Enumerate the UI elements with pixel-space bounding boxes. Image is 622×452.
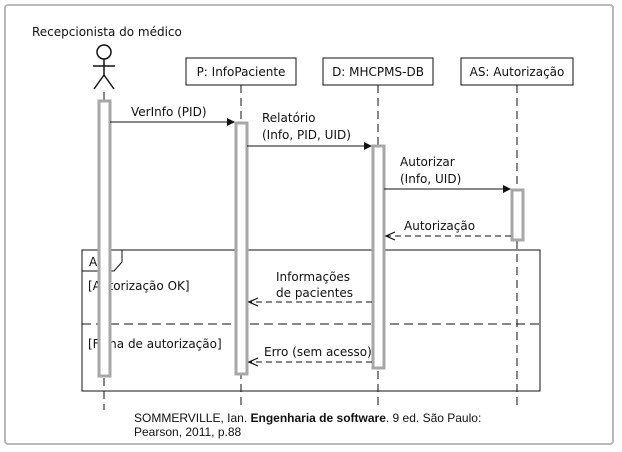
lifeline-label-infopaciente: P: InfoPaciente: [197, 65, 286, 79]
message-autorizar-label-2: (Info, UID): [400, 172, 461, 186]
lifeline-label-mhcpms-db: D: MHCPMS-DB: [332, 65, 424, 79]
actor-stick-figure-icon: [93, 44, 115, 90]
citation-edition: . 9 ed. São Paulo:: [385, 411, 482, 425]
guard-autorizacao-ok: [Autorização OK]: [88, 279, 190, 293]
lifeline-box-autorizacao: [460, 57, 574, 86]
activation-bar-autorizacao: [510, 188, 525, 242]
activation-bar-mhcpms-db: [371, 144, 386, 370]
activation-bar-infopaciente: [234, 121, 249, 376]
message-erro-label: Erro (sem acesso): [264, 345, 372, 359]
citation: SOMMERVILLE, Ian. Engenharia de software…: [134, 411, 554, 439]
citation-title: Engenharia de software: [250, 411, 386, 425]
message-relatorio-label-2: (Info, PID, UID): [262, 128, 351, 142]
citation-author: SOMMERVILLE, Ian.: [134, 411, 248, 425]
message-autorizacao-label: Autorização: [404, 219, 475, 233]
citation-publisher: Pearson, 2011, p.88: [134, 425, 242, 439]
message-relatorio-label-1: Relatório: [262, 111, 316, 125]
activation-bar-actor: [97, 99, 112, 378]
message-informacoes-label-1: Informações: [276, 270, 350, 284]
message-informacoes-label-2: de pacientes: [276, 286, 353, 300]
lifeline-box-infopaciente: [185, 57, 297, 86]
message-verinfo-label: VerInfo (PID): [131, 105, 207, 119]
message-autorizar-label-1: Autorizar: [400, 155, 455, 169]
actor-name: Recepcionista do médico: [32, 25, 182, 39]
lifeline-label-autorizacao: AS: Autorização: [470, 65, 565, 79]
guard-falha-autorizacao: [Falha de autorização]: [88, 337, 222, 351]
alt-fragment: [81, 249, 541, 392]
lifeline-box-mhcpms-db: [322, 57, 434, 86]
